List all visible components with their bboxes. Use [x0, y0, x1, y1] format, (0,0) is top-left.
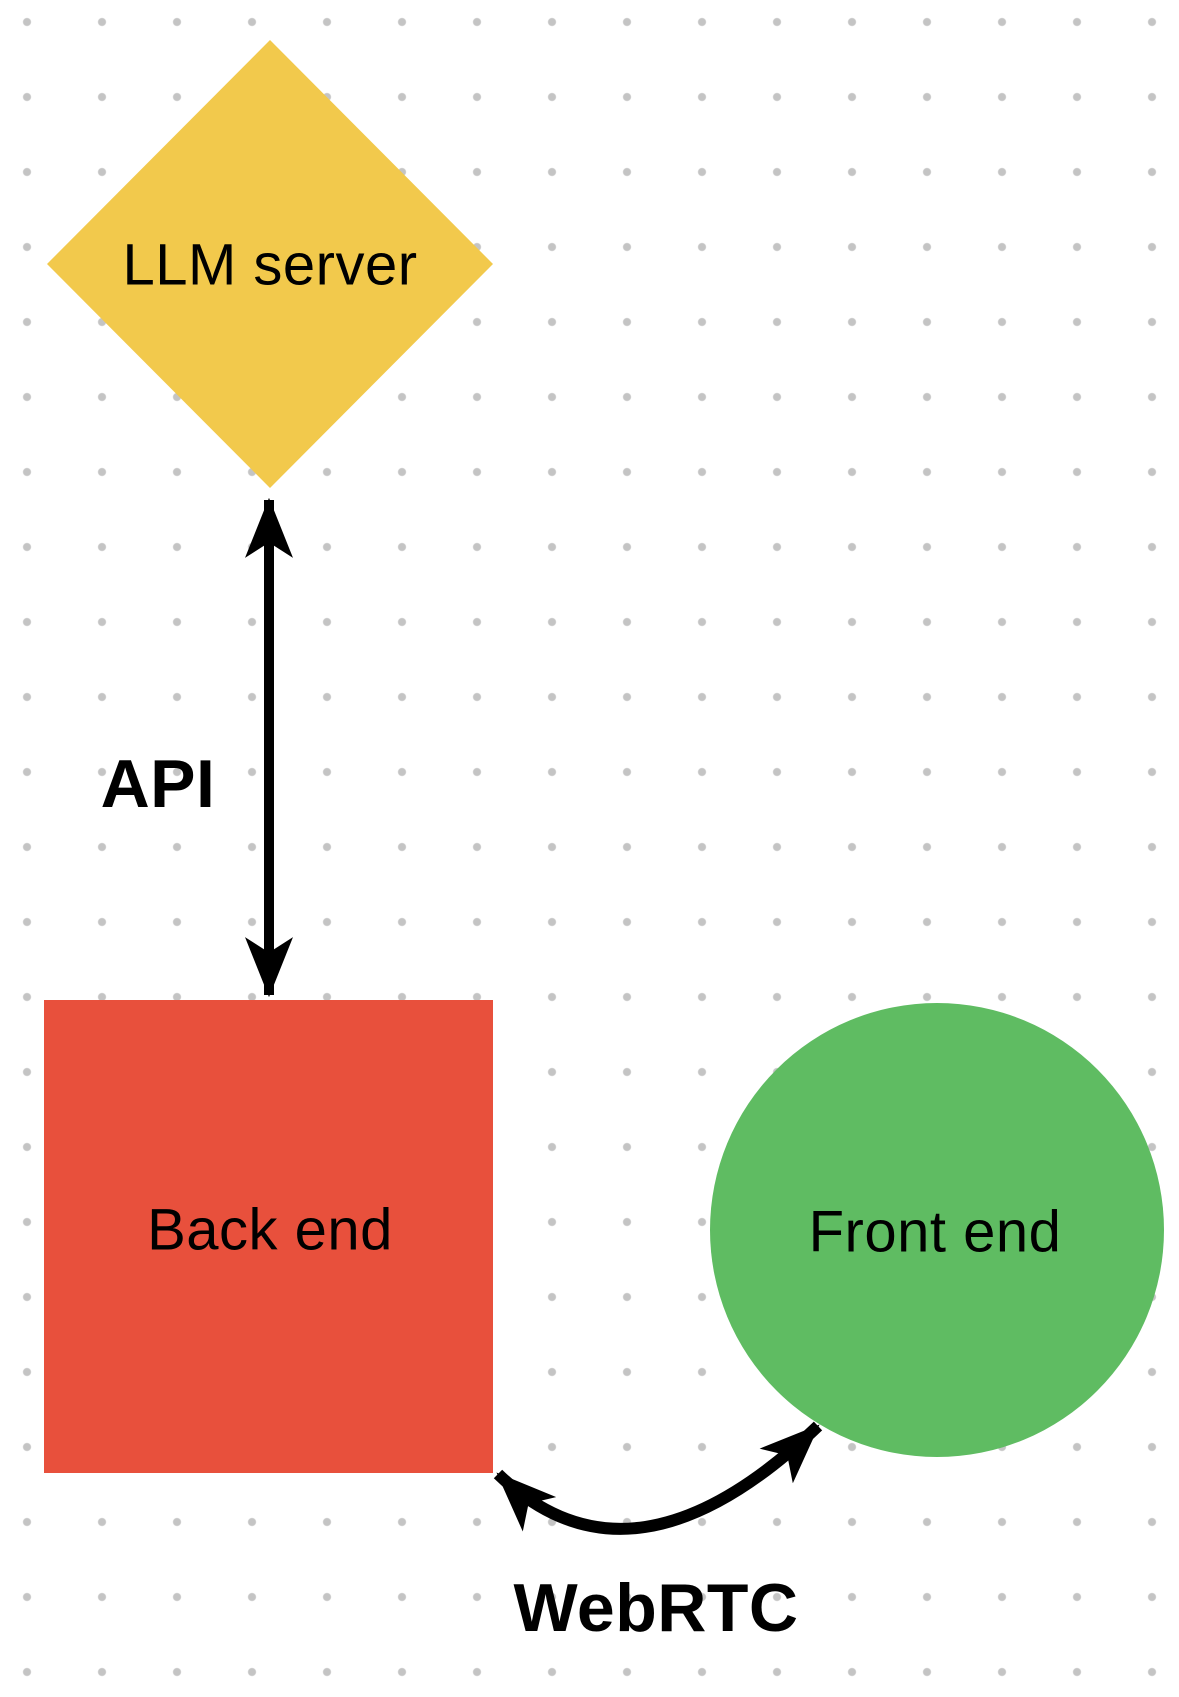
- webrtc-edge-label: WebRTC: [513, 1570, 798, 1646]
- front-end-node[interactable]: Front end: [710, 1003, 1164, 1457]
- webrtc-arrow[interactable]: [493, 1421, 823, 1535]
- front-end-shape[interactable]: [710, 1003, 1164, 1457]
- front-end-label: Front end: [809, 1199, 1062, 1264]
- back-end-node[interactable]: Back end: [44, 1000, 493, 1473]
- llm-server-label: LLM server: [122, 232, 417, 297]
- api-edge-label: API: [101, 746, 216, 822]
- llm-server-shape[interactable]: [47, 40, 493, 488]
- back-end-shape[interactable]: [44, 1000, 493, 1473]
- llm-server-node[interactable]: LLM server: [47, 40, 493, 488]
- back-end-label: Back end: [147, 1197, 393, 1262]
